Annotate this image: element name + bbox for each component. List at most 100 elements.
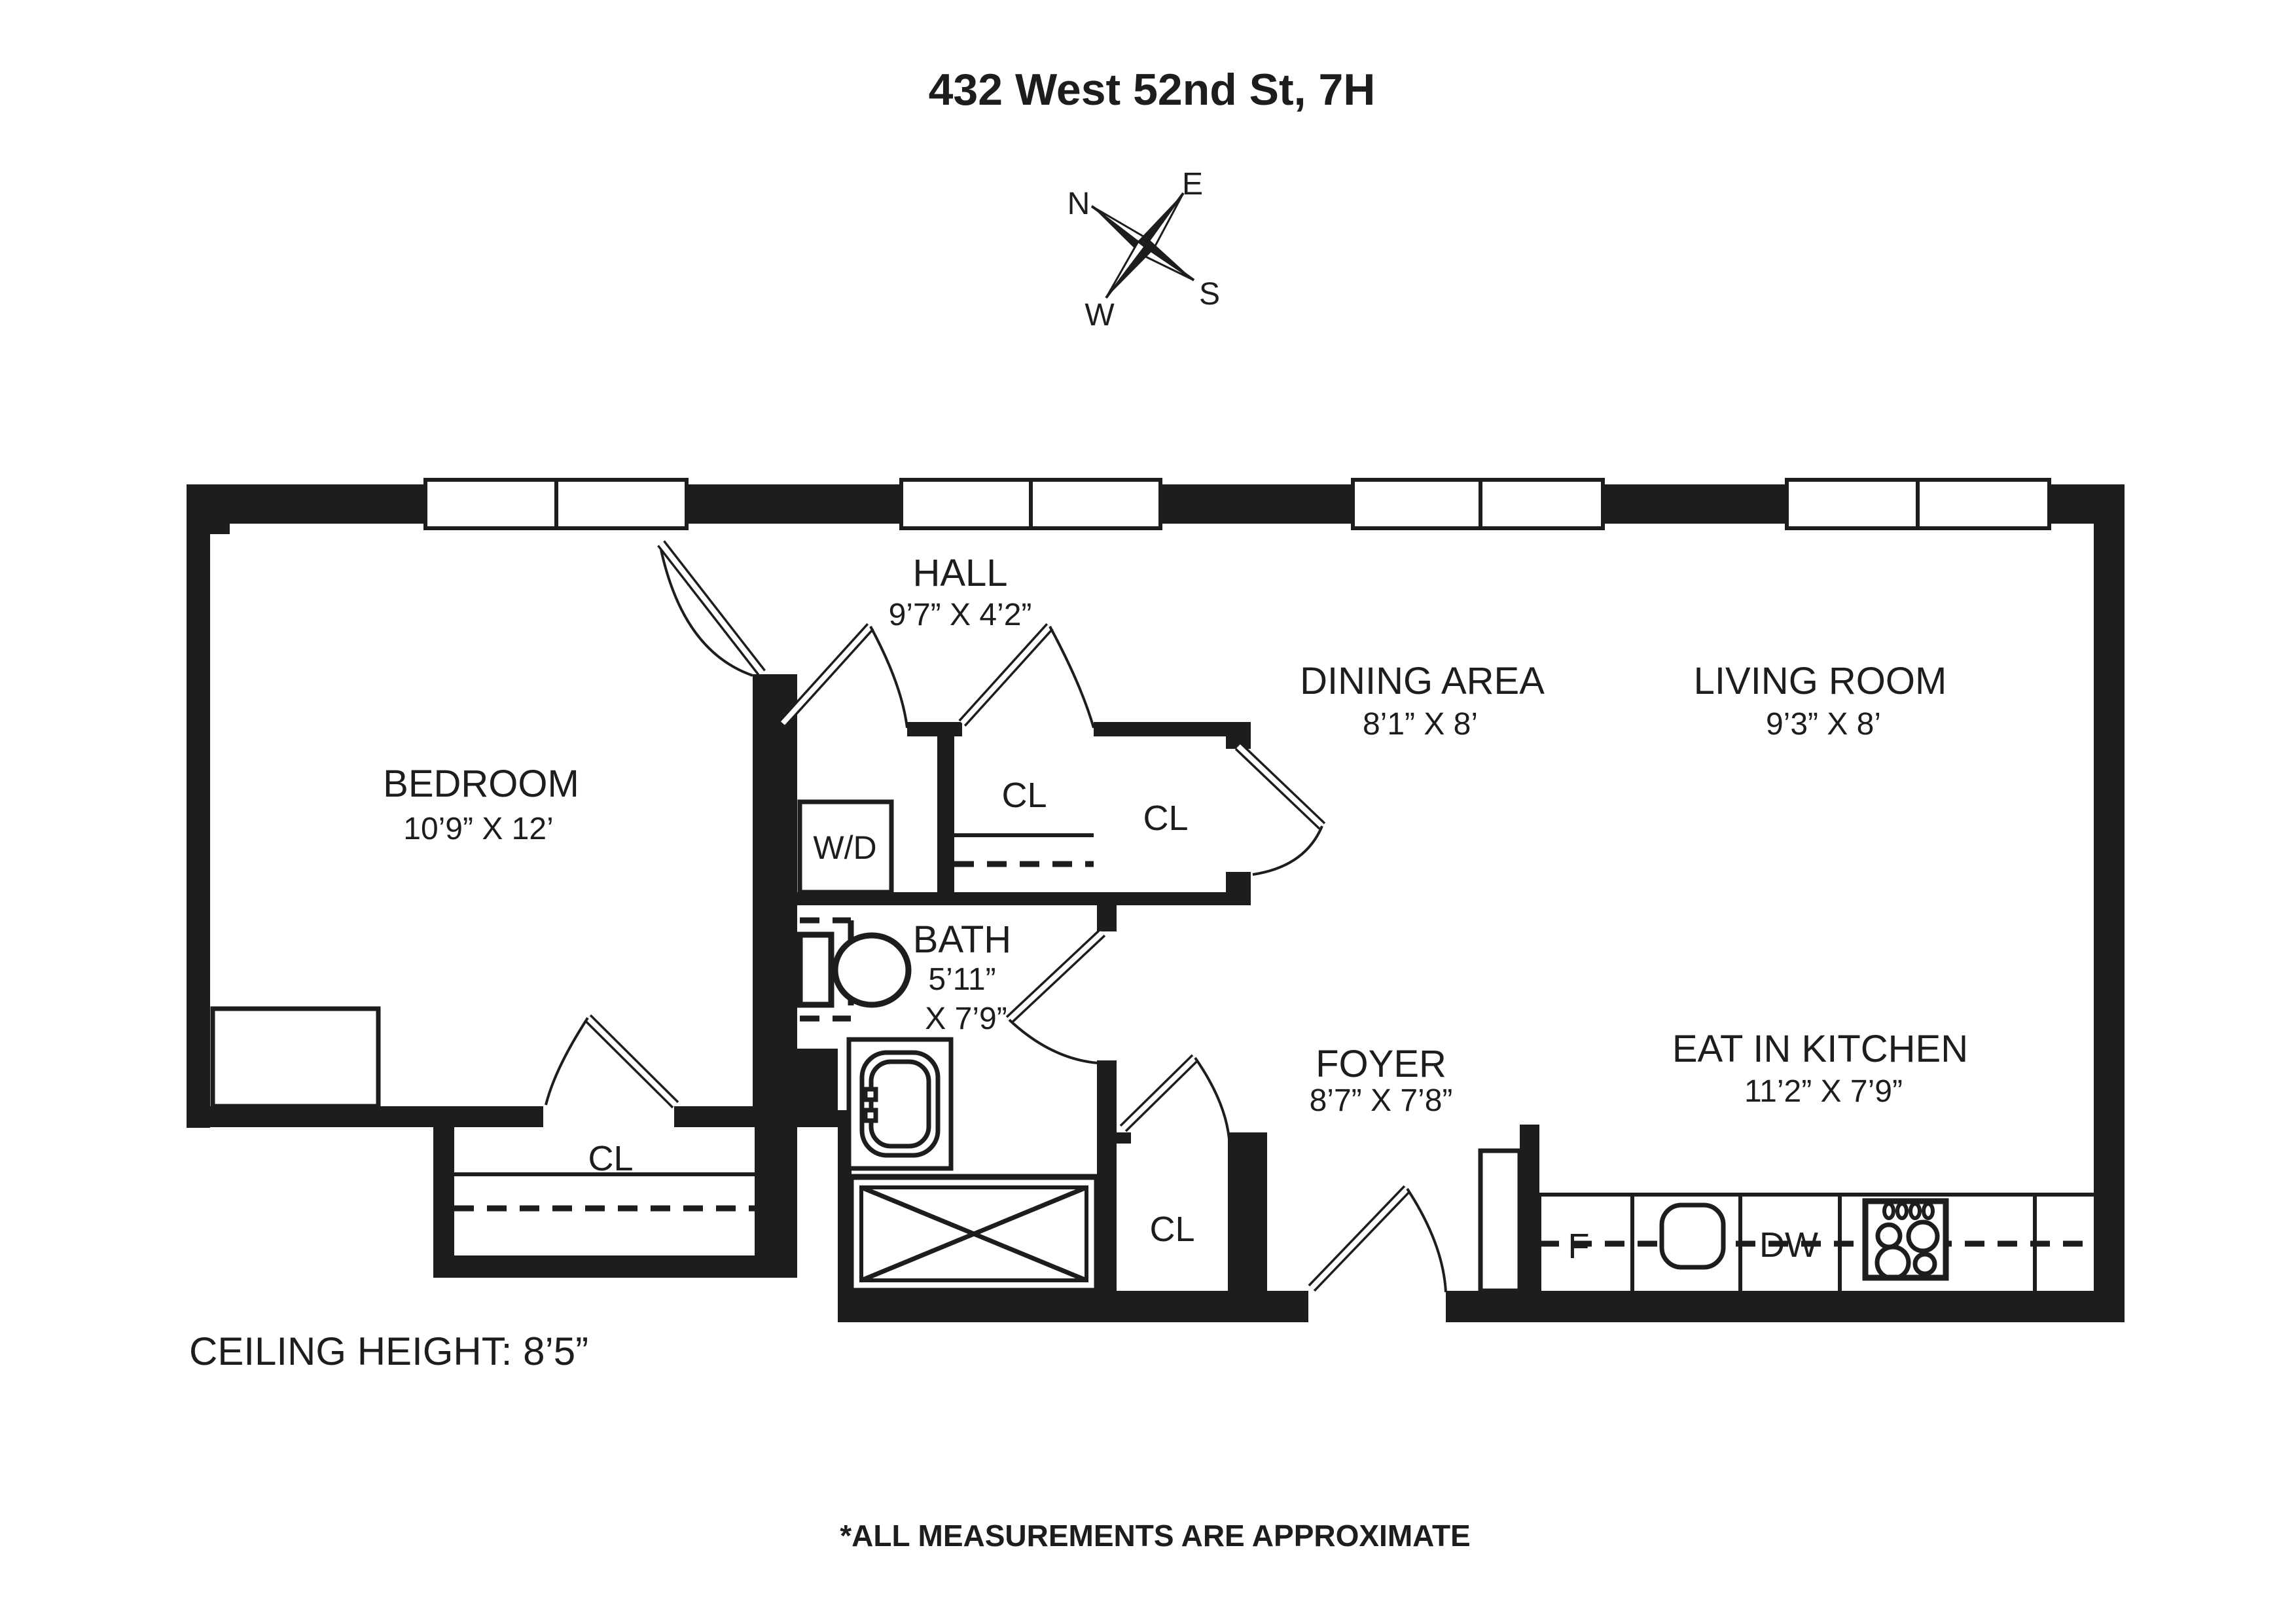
ceiling-height-note: CEILING HEIGHT: 8’5” bbox=[189, 1329, 588, 1373]
stove-knob-3 bbox=[1909, 1202, 1922, 1220]
compass-point-e-dark bbox=[1138, 193, 1183, 247]
eat-in-kitchen-label: EAT IN KITCHEN bbox=[1672, 1028, 1968, 1070]
kitchen-counter bbox=[1478, 1148, 2094, 1293]
shaft-crossed-box bbox=[848, 1174, 1100, 1294]
hall-label: HALL bbox=[912, 552, 1007, 594]
compass-label-n: N bbox=[1067, 187, 1090, 221]
entry-door-leaf-inner bbox=[1310, 1187, 1409, 1290]
hall-dims: 9’7” X 4’2” bbox=[889, 598, 1032, 632]
foyer-closet-door-arc bbox=[1194, 1056, 1230, 1140]
stove-knob-4 bbox=[1922, 1202, 1935, 1220]
hall-door-left-arc bbox=[869, 626, 908, 729]
small-labels: CL CL CL CL W/D F DW bbox=[588, 776, 1818, 1266]
bedroom-door-leaf-inner bbox=[658, 541, 764, 675]
wall-foyer-closet-right bbox=[1228, 1132, 1267, 1316]
tub-basin bbox=[869, 1059, 931, 1149]
toilet-bowl-icon bbox=[832, 932, 912, 1008]
stove-icon bbox=[1862, 1198, 1949, 1281]
living-room-label: LIVING ROOM bbox=[1694, 660, 1947, 702]
tub-faucet-1 bbox=[863, 1087, 878, 1102]
shaft-diagonal-2 bbox=[860, 1185, 1088, 1283]
compass-point-s-dark bbox=[1145, 240, 1194, 280]
washer-dryer-label: W/D bbox=[813, 829, 876, 866]
wall-hall-stub-mid bbox=[907, 722, 962, 736]
dining-area-label: DINING AREA bbox=[1300, 660, 1545, 702]
wall-hall-stub-left bbox=[753, 722, 785, 736]
wall-dining-closet-stub-top bbox=[1226, 722, 1251, 749]
bath-fixtures bbox=[797, 799, 1100, 1294]
hall-closet-label: CL bbox=[1001, 776, 1047, 815]
compass-point-n-dark bbox=[1092, 206, 1145, 253]
wall-bath-right-lower bbox=[1097, 1060, 1117, 1316]
room-labels: BEDROOM 10’9” X 12’ HALL 9’7” X 4’2” DIN… bbox=[383, 552, 1968, 1118]
tub-icon bbox=[846, 1037, 954, 1171]
bath-dims-line1: 5’11” bbox=[928, 962, 996, 997]
wall-bedroom-closet-right bbox=[755, 1106, 797, 1278]
wall-kitchen-left bbox=[1520, 1125, 1539, 1291]
bedroom-closet-door-leaf-inner bbox=[586, 1016, 677, 1107]
dining-area-dims: 8’1” X 8’ bbox=[1363, 707, 1478, 742]
compass-rose-icon: N E S W bbox=[1067, 167, 1220, 333]
hall-door-left-leaf-inner bbox=[781, 624, 872, 725]
windows bbox=[423, 478, 2051, 530]
foyer-dims: 8’7” X 7’8” bbox=[1310, 1083, 1453, 1118]
wall-right bbox=[2094, 484, 2125, 1322]
wall-bedroom-bottom-right bbox=[674, 1106, 753, 1127]
wall-bedroom-closet-bottom bbox=[433, 1255, 797, 1278]
wall-wd-closet-divider bbox=[937, 735, 954, 892]
wall-bedroom-closet-left bbox=[433, 1106, 454, 1278]
dining-closet-door-leaf-inner bbox=[1236, 744, 1324, 828]
compass-point-w-dark bbox=[1106, 247, 1151, 298]
compass-label-s: S bbox=[1199, 277, 1220, 312]
bath-door-leaf-inner bbox=[1007, 931, 1104, 1022]
wall-dining-closet-stub-bottom bbox=[1226, 872, 1251, 905]
compass-point-w-light bbox=[1105, 240, 1147, 298]
kitchen-tall-cabinet bbox=[1478, 1148, 1522, 1293]
kitchen-sink-icon bbox=[1659, 1202, 1726, 1270]
bedroom-closet-door-arc bbox=[545, 1017, 589, 1106]
bedroom-closet-label: CL bbox=[588, 1139, 633, 1178]
compass-label-e: E bbox=[1182, 167, 1203, 202]
wall-bath-right-stub bbox=[1097, 905, 1117, 931]
stove-burner-3 bbox=[1874, 1244, 1911, 1281]
bath-dims-line2: X 7’9” bbox=[925, 1001, 1007, 1036]
wall-foyer-closet-stub bbox=[1117, 1132, 1131, 1144]
bedroom-door-arc bbox=[660, 549, 753, 677]
dishwasher-label: DW bbox=[1759, 1225, 1818, 1265]
wall-bedroom-bottom-left bbox=[209, 1106, 543, 1127]
tub-faucet-2 bbox=[863, 1108, 878, 1123]
doors bbox=[545, 540, 1447, 1293]
bedroom-builtin-box bbox=[210, 1006, 381, 1109]
dining-closet-door-arc bbox=[1252, 825, 1323, 876]
entry-door-arc bbox=[1406, 1187, 1447, 1293]
disclaimer-note: *ALL MEASUREMENTS ARE APPROXIMATE bbox=[840, 1519, 1471, 1553]
window-dining bbox=[1351, 478, 1605, 530]
shaft-inner bbox=[859, 1185, 1088, 1282]
foyer-closet-door-leaf-inner bbox=[1121, 1056, 1197, 1130]
fridge-label: F bbox=[1568, 1227, 1590, 1266]
stove-knob-1 bbox=[1882, 1202, 1895, 1220]
stove-burner-4 bbox=[1912, 1252, 1937, 1276]
dining-closet-label: CL bbox=[1143, 799, 1188, 838]
closet-details bbox=[454, 833, 1094, 1212]
foyer-closet-label: CL bbox=[1149, 1210, 1194, 1249]
bath-door-arc bbox=[1008, 1019, 1099, 1064]
stove-knob-2 bbox=[1895, 1202, 1909, 1220]
eat-in-kitchen-dims: 11’2” X 7’9” bbox=[1744, 1074, 1903, 1109]
bath-label: BATH bbox=[913, 918, 1011, 961]
bedroom-dims: 10’9” X 12’ bbox=[403, 812, 553, 846]
page-title: 432 West 52nd St, 7H bbox=[929, 65, 1376, 115]
wall-hall-right bbox=[1094, 722, 1251, 736]
wall-left bbox=[187, 524, 210, 1128]
hall-door-right-leaf-inner bbox=[960, 624, 1052, 725]
stove-burner-2 bbox=[1906, 1219, 1940, 1254]
wall-bedroom-hall bbox=[753, 674, 797, 1106]
toilet-tank bbox=[797, 931, 834, 1008]
bedroom-label: BEDROOM bbox=[383, 763, 579, 805]
washer-dryer-box bbox=[797, 799, 894, 895]
foyer-label: FOYER bbox=[1316, 1043, 1446, 1085]
wall-closets-bottom bbox=[753, 892, 1251, 905]
compass-label-w: W bbox=[1085, 298, 1115, 333]
wall-bottom-kitchen bbox=[1446, 1291, 2125, 1322]
